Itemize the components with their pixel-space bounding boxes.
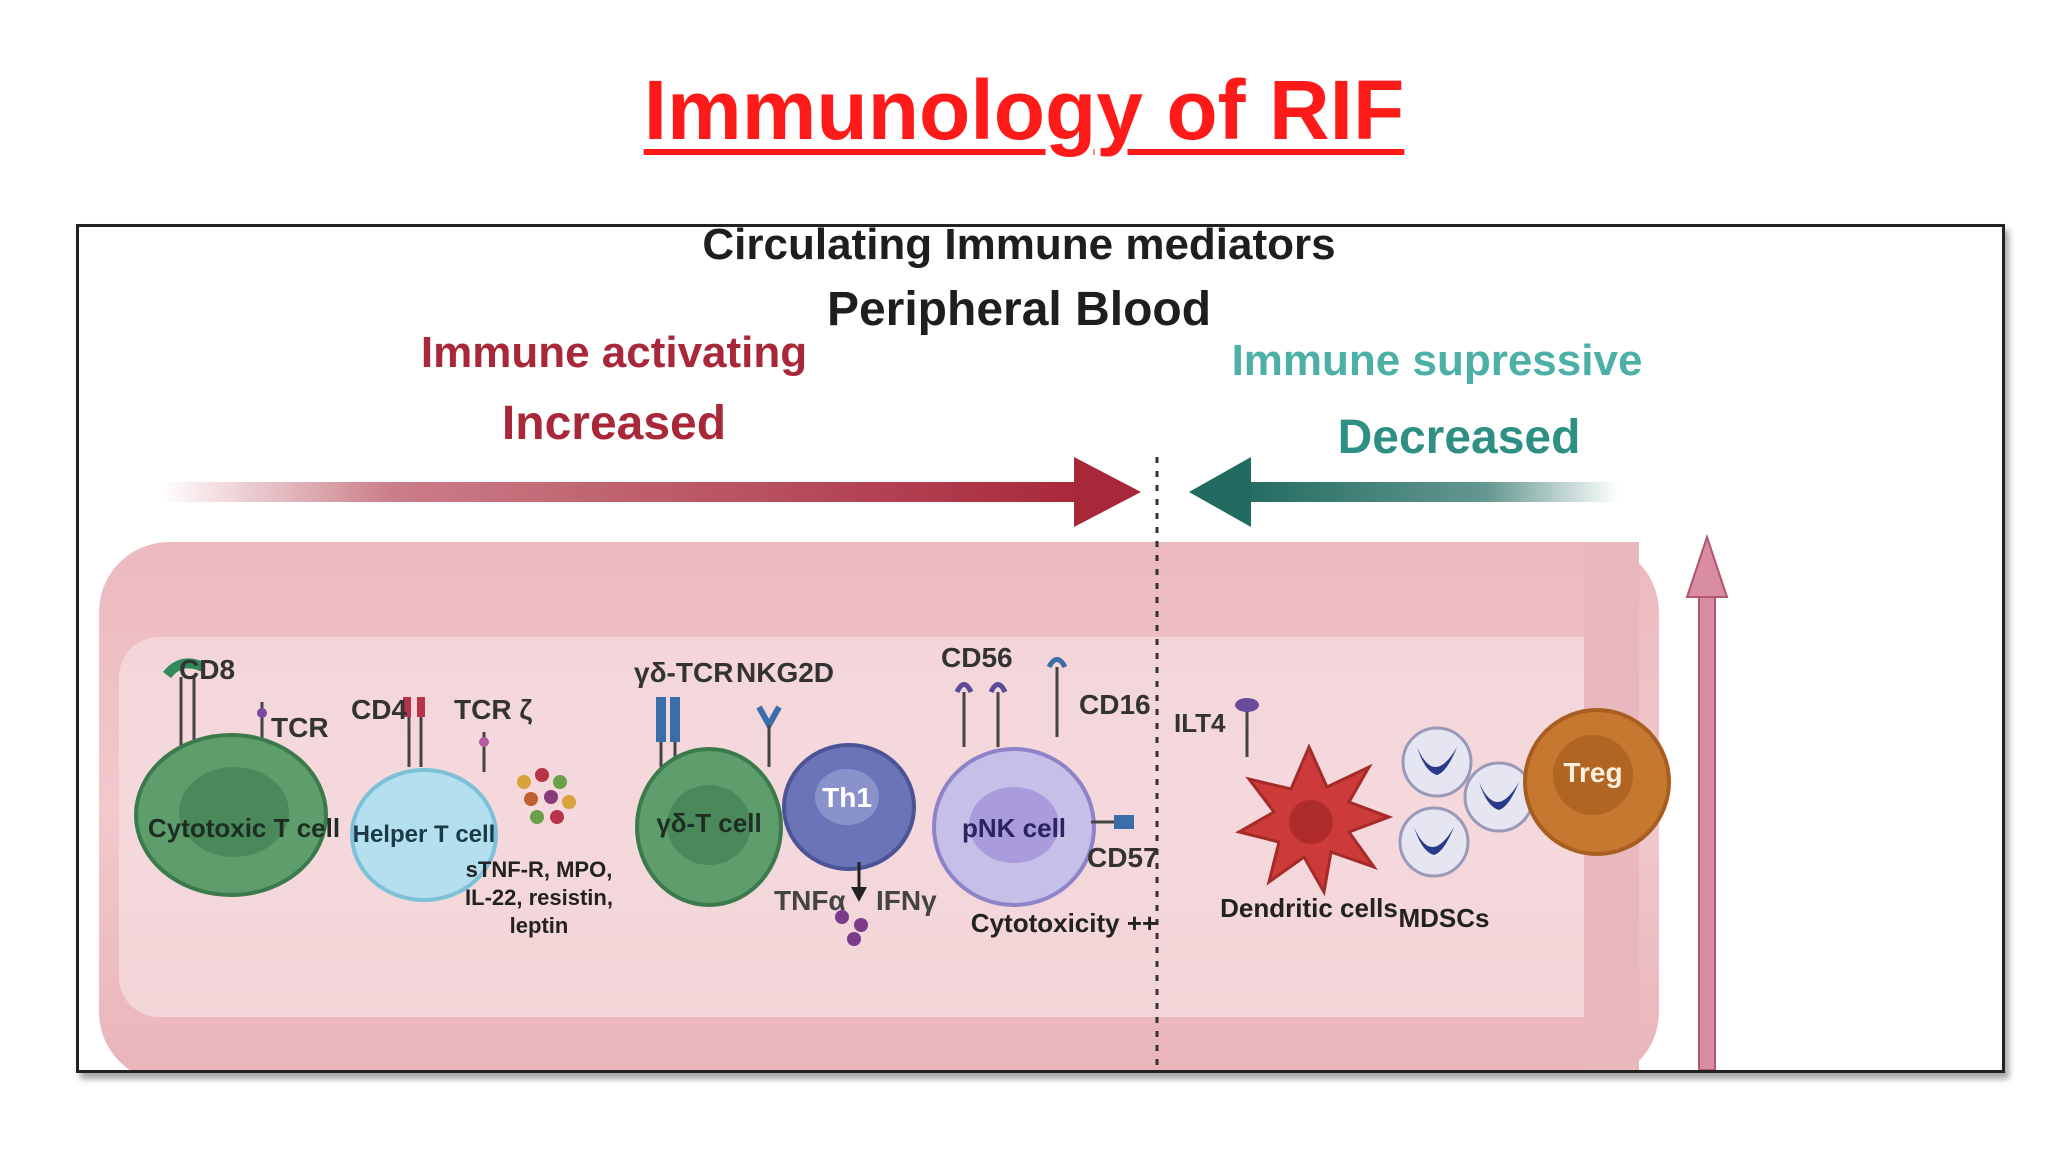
immune-activating-label: Immune activating xyxy=(421,328,807,377)
soluble-mediators-icon xyxy=(517,768,576,824)
cd4-label: CD4 xyxy=(351,694,407,725)
decreased-label: Decreased xyxy=(1338,411,1581,464)
increase-arrow xyxy=(159,457,1141,527)
cd8-label: CD8 xyxy=(179,654,235,685)
tnfa-label: TNFα xyxy=(774,885,846,916)
cytotoxic-t-cell: Cytotoxic T cell xyxy=(134,658,340,897)
helper-t-cell-label: Helper T cell xyxy=(353,821,496,848)
ilt4-label: ILT4 xyxy=(1174,708,1226,738)
gd-t-cell: γδ-T cell xyxy=(635,697,783,907)
upward-arrow xyxy=(1685,533,1729,1070)
gd-t-cell-label: γδ-T cell xyxy=(656,808,761,838)
ifng-label: IFNγ xyxy=(876,885,937,916)
dendritic-cell: Dendritic cells xyxy=(1220,698,1398,923)
dendritic-cells-label: Dendritic cells xyxy=(1220,893,1398,923)
helper-t-cell: Helper T cell xyxy=(350,697,498,902)
decrease-arrow xyxy=(1189,457,1619,527)
immune-diagram: Circulating Immune mediators Peripheral … xyxy=(99,227,1729,1070)
increased-label: Increased xyxy=(502,397,726,450)
nkg2d-label: NKG2D xyxy=(736,657,834,688)
pnk-cell-label: pNK cell xyxy=(962,813,1066,843)
th1-cell: Th1 xyxy=(782,743,916,946)
mediators-line1: sTNF-R, MPO, xyxy=(466,857,613,882)
cytotoxicity-label: Cytotoxicity ++ xyxy=(971,908,1157,938)
mdscs-cells: MDSCs xyxy=(1398,726,1535,933)
treg-label: Treg xyxy=(1563,757,1622,788)
tcr-zeta-label: TCR ζ xyxy=(454,694,532,725)
pnk-cell: pNK cell xyxy=(932,657,1134,907)
th1-label: Th1 xyxy=(822,782,872,813)
immune-supressive-label: Immune supressive xyxy=(1232,336,1643,385)
mediators-line3: leptin xyxy=(510,913,569,938)
treg-cell: Treg xyxy=(1523,708,1671,856)
mdscs-label: MDSCs xyxy=(1398,903,1489,933)
cd56-label: CD56 xyxy=(941,642,1013,673)
figure-frame: Circulating Immune mediators Peripheral … xyxy=(76,224,2005,1073)
figure-header-line2: Peripheral Blood xyxy=(827,283,1211,336)
cytotoxic-t-cell-label: Cytotoxic T cell xyxy=(148,813,340,843)
gd-tcr-label: γδ-TCR xyxy=(634,657,733,688)
slide-title: Immunology of RIF xyxy=(643,63,1405,157)
cd57-label: CD57 xyxy=(1087,842,1159,873)
cd16-label: CD16 xyxy=(1079,689,1151,720)
mediators-line2: IL-22, resistin, xyxy=(465,885,613,910)
figure-header-line1: Circulating Immune mediators xyxy=(702,227,1335,269)
tcr-label: TCR xyxy=(271,712,329,743)
